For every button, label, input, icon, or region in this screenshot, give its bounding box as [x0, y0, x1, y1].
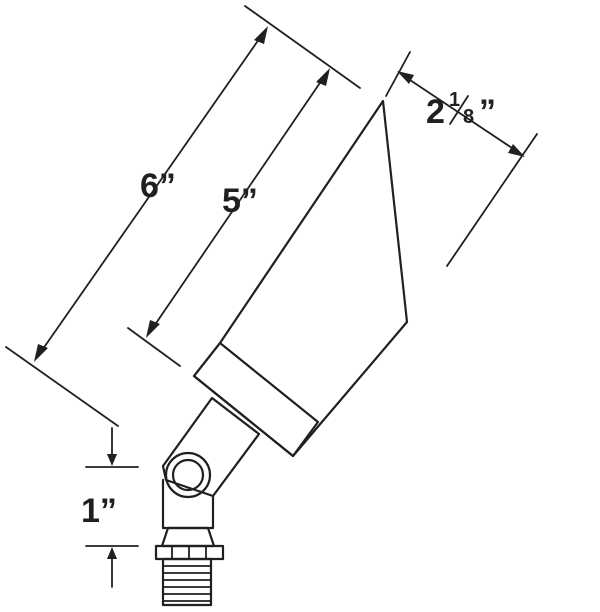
- arrow-5-top: [316, 68, 330, 86]
- dimension-stake-spacing: 1”: [81, 427, 139, 588]
- dimension-line-5: [149, 73, 327, 333]
- arrow-1-bottom: [107, 547, 117, 559]
- dimension-overall-length: 6”: [5, 5, 361, 427]
- aperture-width-label: 2: [426, 93, 445, 131]
- aperture-width-whole: 2: [426, 93, 445, 131]
- dimension-aperture-width: 2 1 8 ”: [385, 51, 538, 267]
- fixture-bezel-ring: [192, 341, 320, 458]
- arrow-6-bottom: [34, 344, 48, 362]
- aperture-width-numerator: 1: [449, 89, 460, 111]
- arrow-2-1-8-right: [508, 144, 525, 157]
- aperture-width-denominator: 8: [463, 106, 474, 128]
- fixture-knuckle-arm: [161, 396, 261, 498]
- swivel-joint: [164, 451, 212, 499]
- dimension-body-length: 5”: [127, 68, 330, 367]
- extension-line-right-2-1-8: [446, 133, 538, 267]
- extension-line-top-6: [244, 5, 361, 89]
- arrow-1-top: [107, 454, 117, 466]
- arrow-5-bottom: [146, 320, 160, 338]
- dimension-line-6: [37, 31, 265, 357]
- dimension-line-2-1-8: [403, 75, 519, 153]
- extension-line-bottom-6: [5, 346, 119, 427]
- spotlight-fixture: [154, 99, 409, 607]
- extension-line-bottom-5: [127, 327, 181, 367]
- swivel-joint-inner: [171, 458, 205, 492]
- extension-line-left-2-1-8: [385, 51, 411, 97]
- aperture-width-unit: ”: [479, 93, 496, 131]
- threaded-stake: [161, 557, 213, 607]
- overall-length-label: 6”: [140, 167, 176, 205]
- stake-spacing-label: 1”: [81, 492, 117, 530]
- arrow-6-top: [254, 26, 268, 44]
- hex-nut: [154, 526, 225, 561]
- fraction-slash: [449, 95, 469, 125]
- body-length-label: 5”: [222, 182, 258, 220]
- arrow-2-1-8-left: [397, 71, 414, 84]
